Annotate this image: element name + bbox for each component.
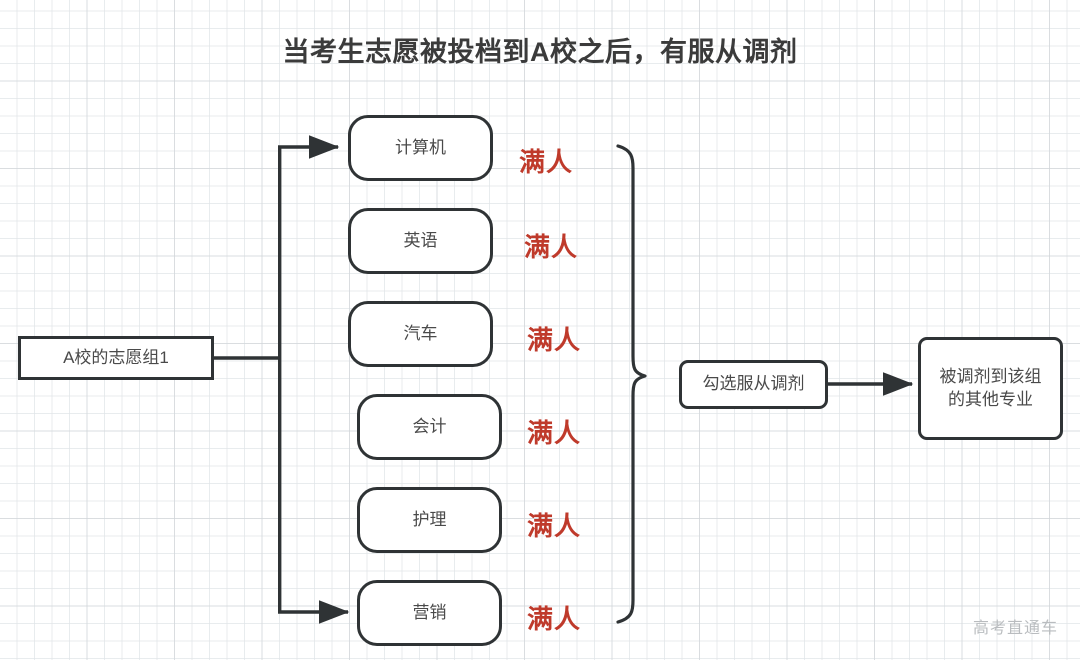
major-node-5[interactable]: 护理 <box>357 487 502 553</box>
major-node-6[interactable]: 营销 <box>357 580 502 646</box>
status-badge-major-2: 满人 <box>524 232 579 262</box>
status-badge-major-3: 满人 <box>527 325 582 355</box>
status-badge-major-1: 满人 <box>519 147 574 177</box>
source-node-a-school-group-1[interactable]: A校的志愿组1 <box>18 336 214 380</box>
major-node-3-label: 汽车 <box>403 323 438 343</box>
watermark: 高考直通车 <box>972 620 1058 637</box>
outcome-node-transferred-to-other-major[interactable]: 被调剂到该组 的其他专业 <box>918 337 1063 440</box>
status-badge-major-5: 满人 <box>527 511 582 541</box>
page-title: 当考生志愿被投档到A校之后，有服从调剂 <box>282 37 798 67</box>
outcome-node-label-line-1: 被调剂到该组 <box>939 367 1042 387</box>
major-node-4-label: 会计 <box>412 416 447 436</box>
major-node-5-label: 护理 <box>412 509 447 529</box>
decision-node-accept-adjustment[interactable]: 勾选服从调剂 <box>679 360 828 409</box>
major-node-1-label: 计算机 <box>395 137 446 157</box>
major-node-4[interactable]: 会计 <box>357 394 502 460</box>
source-node-label: A校的志愿组1 <box>63 347 169 367</box>
major-node-1[interactable]: 计算机 <box>348 115 493 181</box>
decision-node-label: 勾选服从调剂 <box>702 374 805 394</box>
status-badge-major-4: 满人 <box>527 418 582 448</box>
major-node-6-label: 营销 <box>412 602 447 622</box>
group-brace <box>616 144 647 624</box>
outcome-node-label-line-2: 的其他专业 <box>948 389 1033 409</box>
major-node-2[interactable]: 英语 <box>348 208 493 274</box>
major-node-3[interactable]: 汽车 <box>348 301 493 367</box>
status-badge-major-6: 满人 <box>527 604 582 634</box>
major-node-2-label: 英语 <box>403 230 438 250</box>
